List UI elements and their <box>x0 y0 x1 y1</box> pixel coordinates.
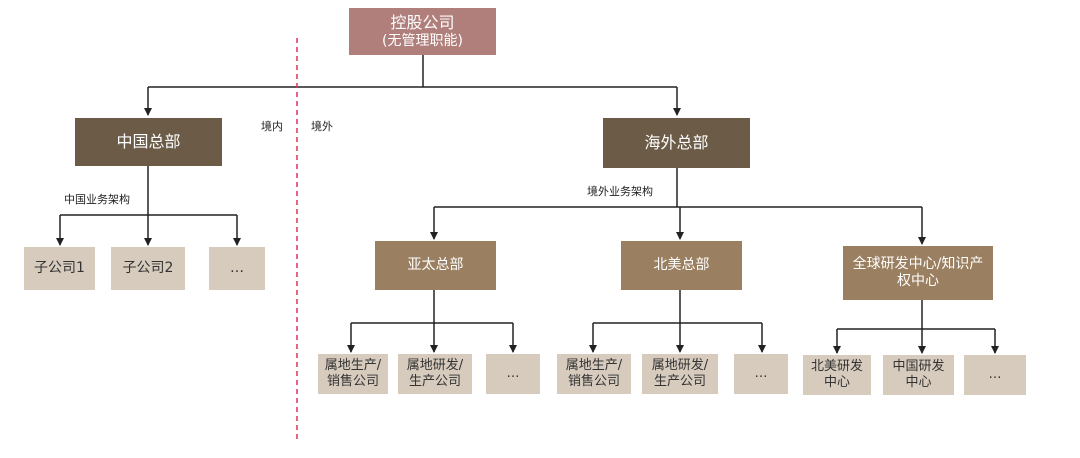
asia-pacific-hq-node: 亚太总部 <box>375 241 496 290</box>
holding-company-note: (无管理职能) <box>382 32 463 49</box>
overseas-label: 境外 <box>311 120 333 133</box>
na-rd-center-node: 北美研发 中心 <box>803 355 871 395</box>
overseas-hq-node: 海外总部 <box>603 118 750 168</box>
china-subsidiary-node: 子公司2 <box>111 247 185 290</box>
na-local-rd-node: 属地研发/ 生产公司 <box>642 354 718 394</box>
na-more-node: … <box>734 354 788 394</box>
overseas-structure-label: 境外业务架构 <box>587 185 653 198</box>
holding-company-node: 控股公司 (无管理职能) <box>349 8 496 55</box>
holding-company-title: 控股公司 <box>390 12 455 32</box>
global-rd-ip-center-node: 全球研发中心/知识产 权中心 <box>843 246 993 300</box>
china-hq-node: 中国总部 <box>75 118 222 166</box>
ap-more-node: … <box>486 354 540 394</box>
north-america-hq-node: 北美总部 <box>621 241 742 290</box>
china-structure-label: 中国业务架构 <box>64 193 130 206</box>
china-subsidiary-more-node: … <box>209 247 265 290</box>
china-subsidiary-node: 子公司1 <box>24 247 95 290</box>
ap-local-rd-node: 属地研发/ 生产公司 <box>398 354 472 394</box>
china-rd-center-node: 中国研发 中心 <box>883 355 954 395</box>
na-local-sales-node: 属地生产/ 销售公司 <box>557 354 631 394</box>
rd-more-node: … <box>964 355 1026 395</box>
domestic-label: 境内 <box>261 120 283 133</box>
ap-local-sales-node: 属地生产/ 销售公司 <box>318 354 388 394</box>
